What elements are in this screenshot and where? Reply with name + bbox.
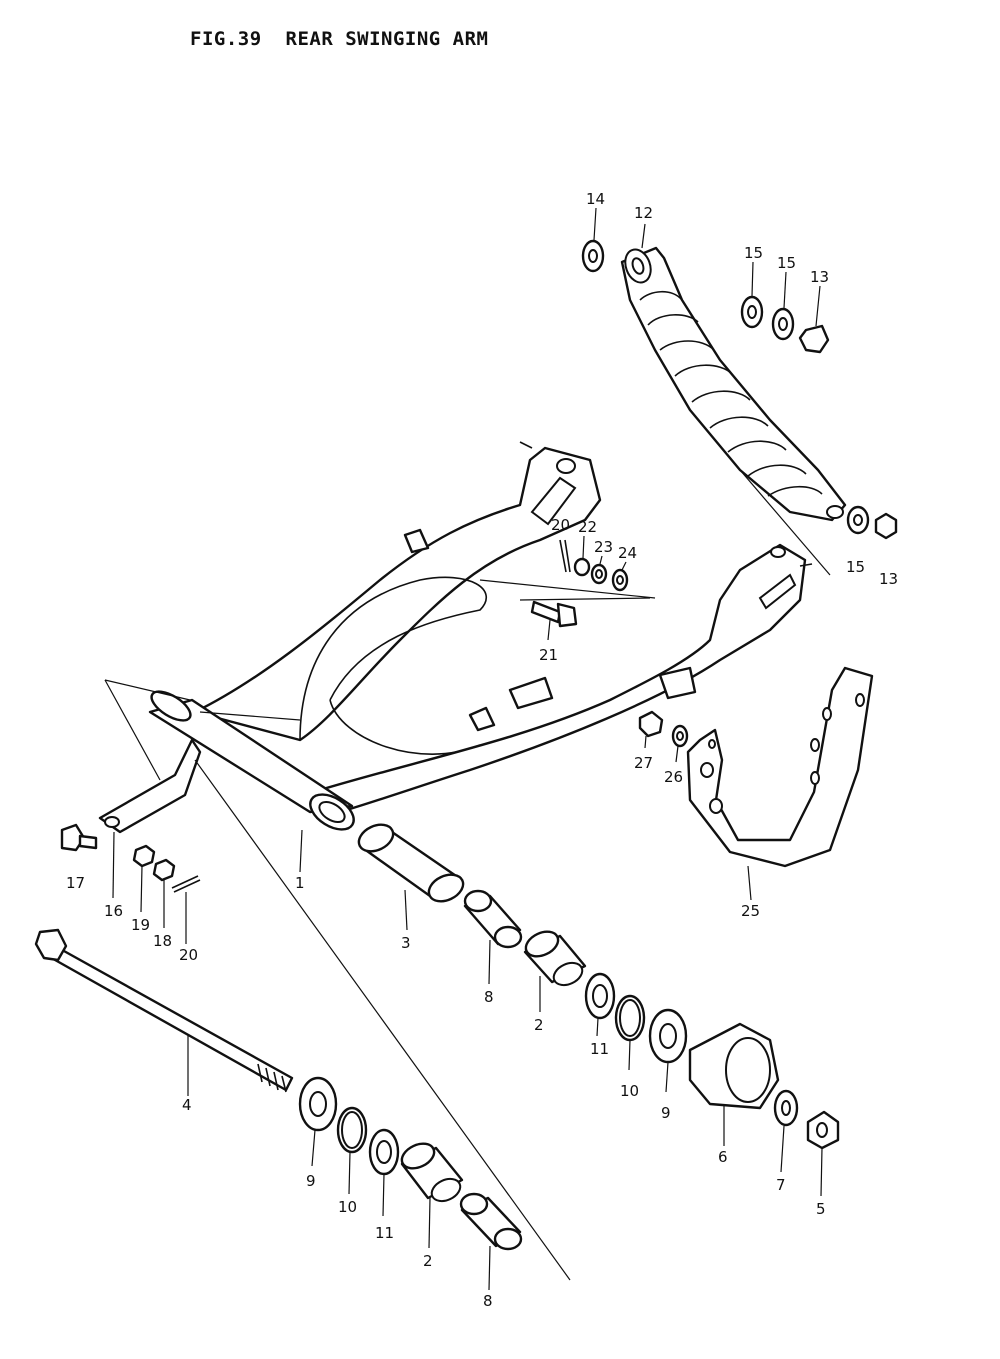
cap-nut-13-upper [798, 324, 830, 354]
chain-guard [686, 666, 874, 868]
washer-14 [581, 239, 605, 273]
callout-label: 22 [578, 518, 597, 536]
callout-label: 6 [718, 1148, 728, 1166]
callout-label: 18 [153, 932, 172, 950]
washer-11-right [584, 972, 616, 1020]
washer-15-upper-b [771, 307, 795, 341]
nut-22 [573, 557, 591, 577]
callout-label: 15 [744, 244, 763, 262]
dust-seal-9-right [648, 1008, 688, 1064]
callout-label: 26 [664, 768, 683, 786]
bushing-2-lower [400, 1142, 464, 1203]
oring-10-right [614, 994, 646, 1042]
bushing-8-lower [459, 1192, 523, 1251]
washer-26 [671, 724, 689, 748]
washer-15-lower [846, 505, 870, 535]
bolt-27 [638, 710, 664, 738]
washer-24 [611, 568, 629, 592]
callout-label: 2 [534, 1016, 544, 1034]
callout-label: 12 [634, 204, 653, 222]
nut-13-lower [874, 512, 898, 540]
nut-5 [806, 1110, 840, 1150]
callout-label: 13 [879, 570, 898, 588]
callout-labels: 14 12 15 15 13 20 22 23 24 15 13 21 27 2… [66, 190, 898, 1310]
callout-label: 10 [620, 1082, 639, 1100]
callout-label: 15 [777, 254, 796, 272]
callout-label: 24 [618, 544, 637, 562]
callout-label: 20 [551, 516, 570, 534]
bushing-2-upper [523, 930, 587, 987]
callout-label: 16 [104, 902, 123, 920]
washer-23 [590, 563, 608, 585]
cotter-pin-20-upper [559, 539, 571, 573]
bolt-17 [60, 823, 98, 852]
callout-label: 4 [182, 1096, 192, 1114]
callout-label: 19 [131, 916, 150, 934]
assembly-lines [104, 469, 831, 1281]
bushing-8-upper [463, 889, 523, 949]
callout-label: 23 [594, 538, 613, 556]
cotter-pin-20-lower [171, 875, 201, 893]
callout-label: 11 [375, 1224, 394, 1242]
washer-15-upper-a [740, 295, 764, 329]
bolt-21 [530, 600, 578, 628]
nut-19 [132, 844, 156, 868]
leader-lines [112, 207, 823, 1291]
callout-label: 15 [846, 558, 865, 576]
callout-label: 14 [586, 190, 605, 208]
callout-label: 21 [539, 646, 558, 664]
callout-label: 3 [401, 934, 411, 952]
washer-7 [773, 1089, 799, 1127]
callout-label: 9 [306, 1172, 316, 1190]
callout-label: 20 [179, 946, 198, 964]
washer-11-left [368, 1128, 400, 1176]
callout-label: 9 [661, 1104, 671, 1122]
nut-18 [152, 858, 176, 882]
callout-label: 13 [810, 268, 829, 286]
figure-title: FIG.39 REAR SWINGING ARM [190, 28, 489, 50]
callout-label: 7 [776, 1176, 786, 1194]
pivot-shaft [34, 928, 294, 1093]
callout-label: 8 [484, 988, 494, 1006]
callout-label: 27 [634, 754, 653, 772]
swinging-arm [98, 441, 813, 834]
callout-label: 8 [483, 1292, 493, 1310]
dust-seal-9-left [298, 1076, 338, 1132]
callout-label: 10 [338, 1198, 357, 1216]
spacer-3 [357, 823, 465, 903]
callout-label: 17 [66, 874, 85, 892]
callout-label: 25 [741, 902, 760, 920]
shock-absorber [620, 246, 847, 522]
callout-label: 1 [295, 874, 305, 892]
oring-10-left [336, 1106, 368, 1154]
callout-label: 2 [423, 1252, 433, 1270]
callout-label: 11 [590, 1040, 609, 1058]
callout-label: 5 [816, 1200, 826, 1218]
adjuster-cam-6 [688, 1022, 780, 1110]
